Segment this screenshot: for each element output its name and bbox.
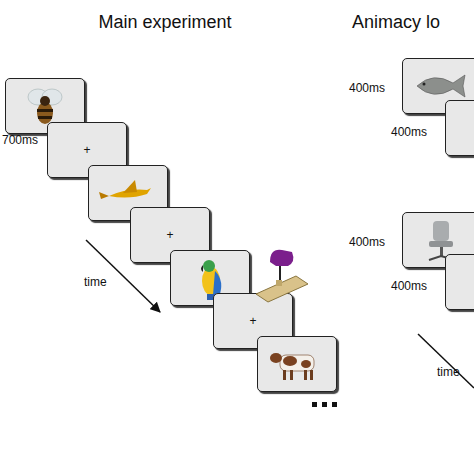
cow-patch: [301, 360, 311, 368]
fish-body: [417, 75, 465, 97]
fish-eye: [423, 83, 426, 86]
chair-seat: [429, 241, 453, 247]
duration-label: 400ms: [391, 280, 427, 292]
dot: [312, 402, 317, 407]
dot: [332, 402, 337, 407]
cow-leg: [304, 370, 307, 380]
bee-stripe: [37, 109, 53, 112]
cow-leg: [290, 370, 293, 380]
bird-wing: [123, 180, 137, 193]
bird-tail: [99, 192, 109, 199]
dot: [322, 402, 327, 407]
button-key: [276, 280, 282, 286]
parrot-beak: [201, 265, 203, 272]
cow-head: [270, 353, 282, 363]
chair-back: [433, 221, 449, 241]
panel-title: Main experiment: [98, 13, 231, 31]
finger-line: [279, 262, 281, 280]
duration-label: 700ms: [2, 134, 38, 146]
cow-leg: [283, 370, 286, 380]
duration-label: 400ms: [391, 126, 427, 138]
fixation-slide: [445, 254, 474, 310]
ellipsis-dots: [312, 402, 337, 407]
parrot-head: [203, 260, 215, 272]
time-arrow: [418, 334, 474, 388]
panel-title: Animacy lo: [352, 13, 440, 31]
fixation-cross: +: [249, 315, 256, 327]
duration-label: 400ms: [349, 236, 385, 248]
cow-patch: [283, 356, 297, 366]
time-label: time: [437, 366, 460, 378]
fixation-cross: +: [166, 229, 173, 241]
bee-stripe: [38, 116, 52, 119]
duration-label: 400ms: [349, 82, 385, 94]
hand: [270, 250, 293, 266]
cow-body: [280, 355, 314, 371]
time-label: time: [84, 276, 107, 288]
cow-leg: [310, 370, 313, 380]
stimulus-slide: [257, 336, 337, 392]
fixation-cross: +: [83, 144, 90, 156]
chair-post: [440, 247, 443, 256]
bee-head: [40, 96, 50, 106]
fixation-slide: [445, 100, 474, 156]
cow-image: [258, 337, 336, 391]
